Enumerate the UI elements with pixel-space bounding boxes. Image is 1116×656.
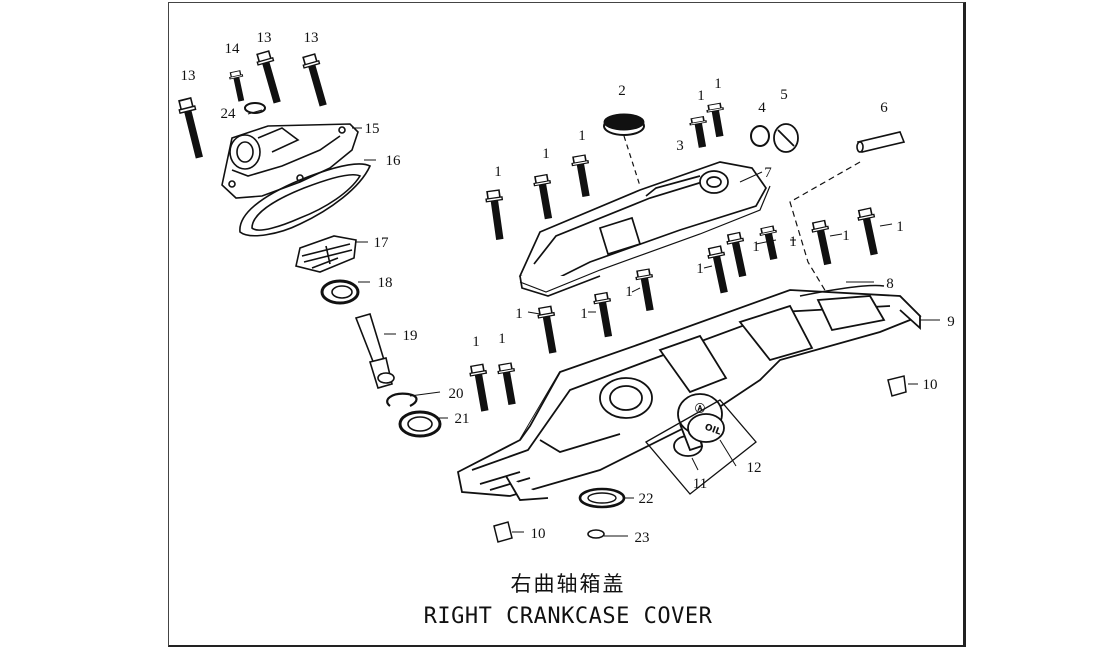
label-13-b: 13 [257, 30, 272, 46]
label-6: 6 [880, 100, 888, 116]
impeller-17 [295, 235, 357, 273]
label-11: 11 [693, 476, 707, 492]
washer-23 [587, 529, 605, 539]
gasket-16 [239, 163, 372, 237]
dowel-block-10-right [887, 375, 907, 397]
label-4: 4 [758, 100, 766, 116]
label-17: 17 [374, 235, 390, 251]
water-pump-cover-15 [221, 123, 359, 199]
dashed-line-6 [789, 161, 861, 293]
label-1-d: 1 [542, 146, 550, 162]
label-1-n: 1 [472, 334, 480, 350]
label-1-c: 1 [494, 164, 502, 180]
label-1-j: 1 [896, 219, 904, 235]
label-10-right: 10 [923, 377, 938, 393]
dashed-line-2 [623, 135, 641, 187]
leader-lines [247, 109, 940, 537]
bolt-1-k [634, 267, 659, 313]
label-12: 12 [747, 460, 762, 476]
bolt-13-b [254, 49, 286, 106]
label-15: 15 [365, 121, 380, 137]
label-22: 22 [639, 491, 654, 507]
diagram-title-chinese: 右曲轴箱盖 [510, 572, 626, 596]
label-20: 20 [449, 386, 464, 402]
label-5: 5 [780, 87, 788, 103]
label-16: 16 [386, 153, 402, 169]
bolt-1-e [705, 102, 729, 139]
pump-shaft-19 [354, 313, 395, 389]
label-1-e: 1 [578, 128, 586, 144]
label-23: 23 [635, 530, 650, 546]
bolt-1-a [484, 188, 509, 241]
bolt-1-j [855, 206, 883, 257]
label-1-m: 1 [515, 306, 523, 322]
o-ring-4 [750, 125, 770, 147]
label-14: 14 [225, 41, 241, 57]
plug-2 [603, 113, 645, 136]
label-21: 21 [455, 411, 470, 427]
label-9: 9 [947, 314, 955, 330]
label-24: 24 [221, 106, 237, 122]
label-13-a: 13 [181, 68, 196, 84]
bolt-1-n [468, 363, 494, 413]
label-1-i: 1 [842, 228, 850, 244]
bolt-1-b [532, 173, 558, 221]
crankcase-cover-9 [456, 289, 922, 501]
label-1-k: 1 [625, 284, 633, 300]
bolt-13-c [300, 52, 332, 109]
label-13-c: 13 [304, 30, 319, 46]
cap-mark-top: Ⓐ [695, 402, 705, 415]
part-number-labels: 13 14 13 13 24 15 16 17 18 19 20 21 2 3 … [181, 30, 955, 546]
gasket-8 [799, 284, 885, 297]
bolt-1-o [496, 361, 521, 407]
bolt-1-f [705, 244, 733, 295]
bolt-1-c [570, 153, 595, 199]
label-8: 8 [886, 276, 894, 292]
label-19: 19 [403, 328, 418, 344]
dowel-pin-6 [856, 131, 906, 153]
label-7: 7 [764, 165, 772, 181]
diagram-title-english: RIGHT CRANKCASE COVER [423, 604, 713, 629]
seal-18 [320, 279, 360, 305]
label-1-a: 1 [697, 88, 705, 104]
bolt-1-i [810, 219, 837, 267]
cap-5 [773, 123, 799, 153]
bearing-21 [398, 410, 442, 438]
label-18: 18 [378, 275, 393, 291]
dowel-block-10-left [493, 521, 513, 543]
label-1-f: 1 [696, 261, 704, 277]
circlip-20 [386, 392, 418, 407]
oil-seal-22 [578, 487, 626, 509]
bolt-1-m [536, 305, 562, 355]
bolt-1-g [725, 231, 752, 279]
label-1-h: 1 [789, 234, 797, 250]
label-1-l: 1 [580, 306, 588, 322]
bolt-13-a [176, 96, 208, 160]
label-3: 3 [676, 138, 684, 154]
label-2: 2 [618, 83, 626, 99]
oil-filler-cap-11 [673, 393, 725, 457]
label-1-g: 1 [752, 239, 760, 255]
bolt-14 [228, 69, 249, 103]
bolt-1-d [688, 115, 712, 150]
label-1-o: 1 [498, 331, 506, 347]
bolt-1-l [592, 291, 618, 339]
callout-box-12 [644, 399, 757, 495]
label-10-left: 10 [531, 526, 546, 542]
gasket-7 [519, 185, 771, 293]
clutch-cover-3 [518, 161, 768, 297]
label-1-b: 1 [714, 76, 722, 92]
